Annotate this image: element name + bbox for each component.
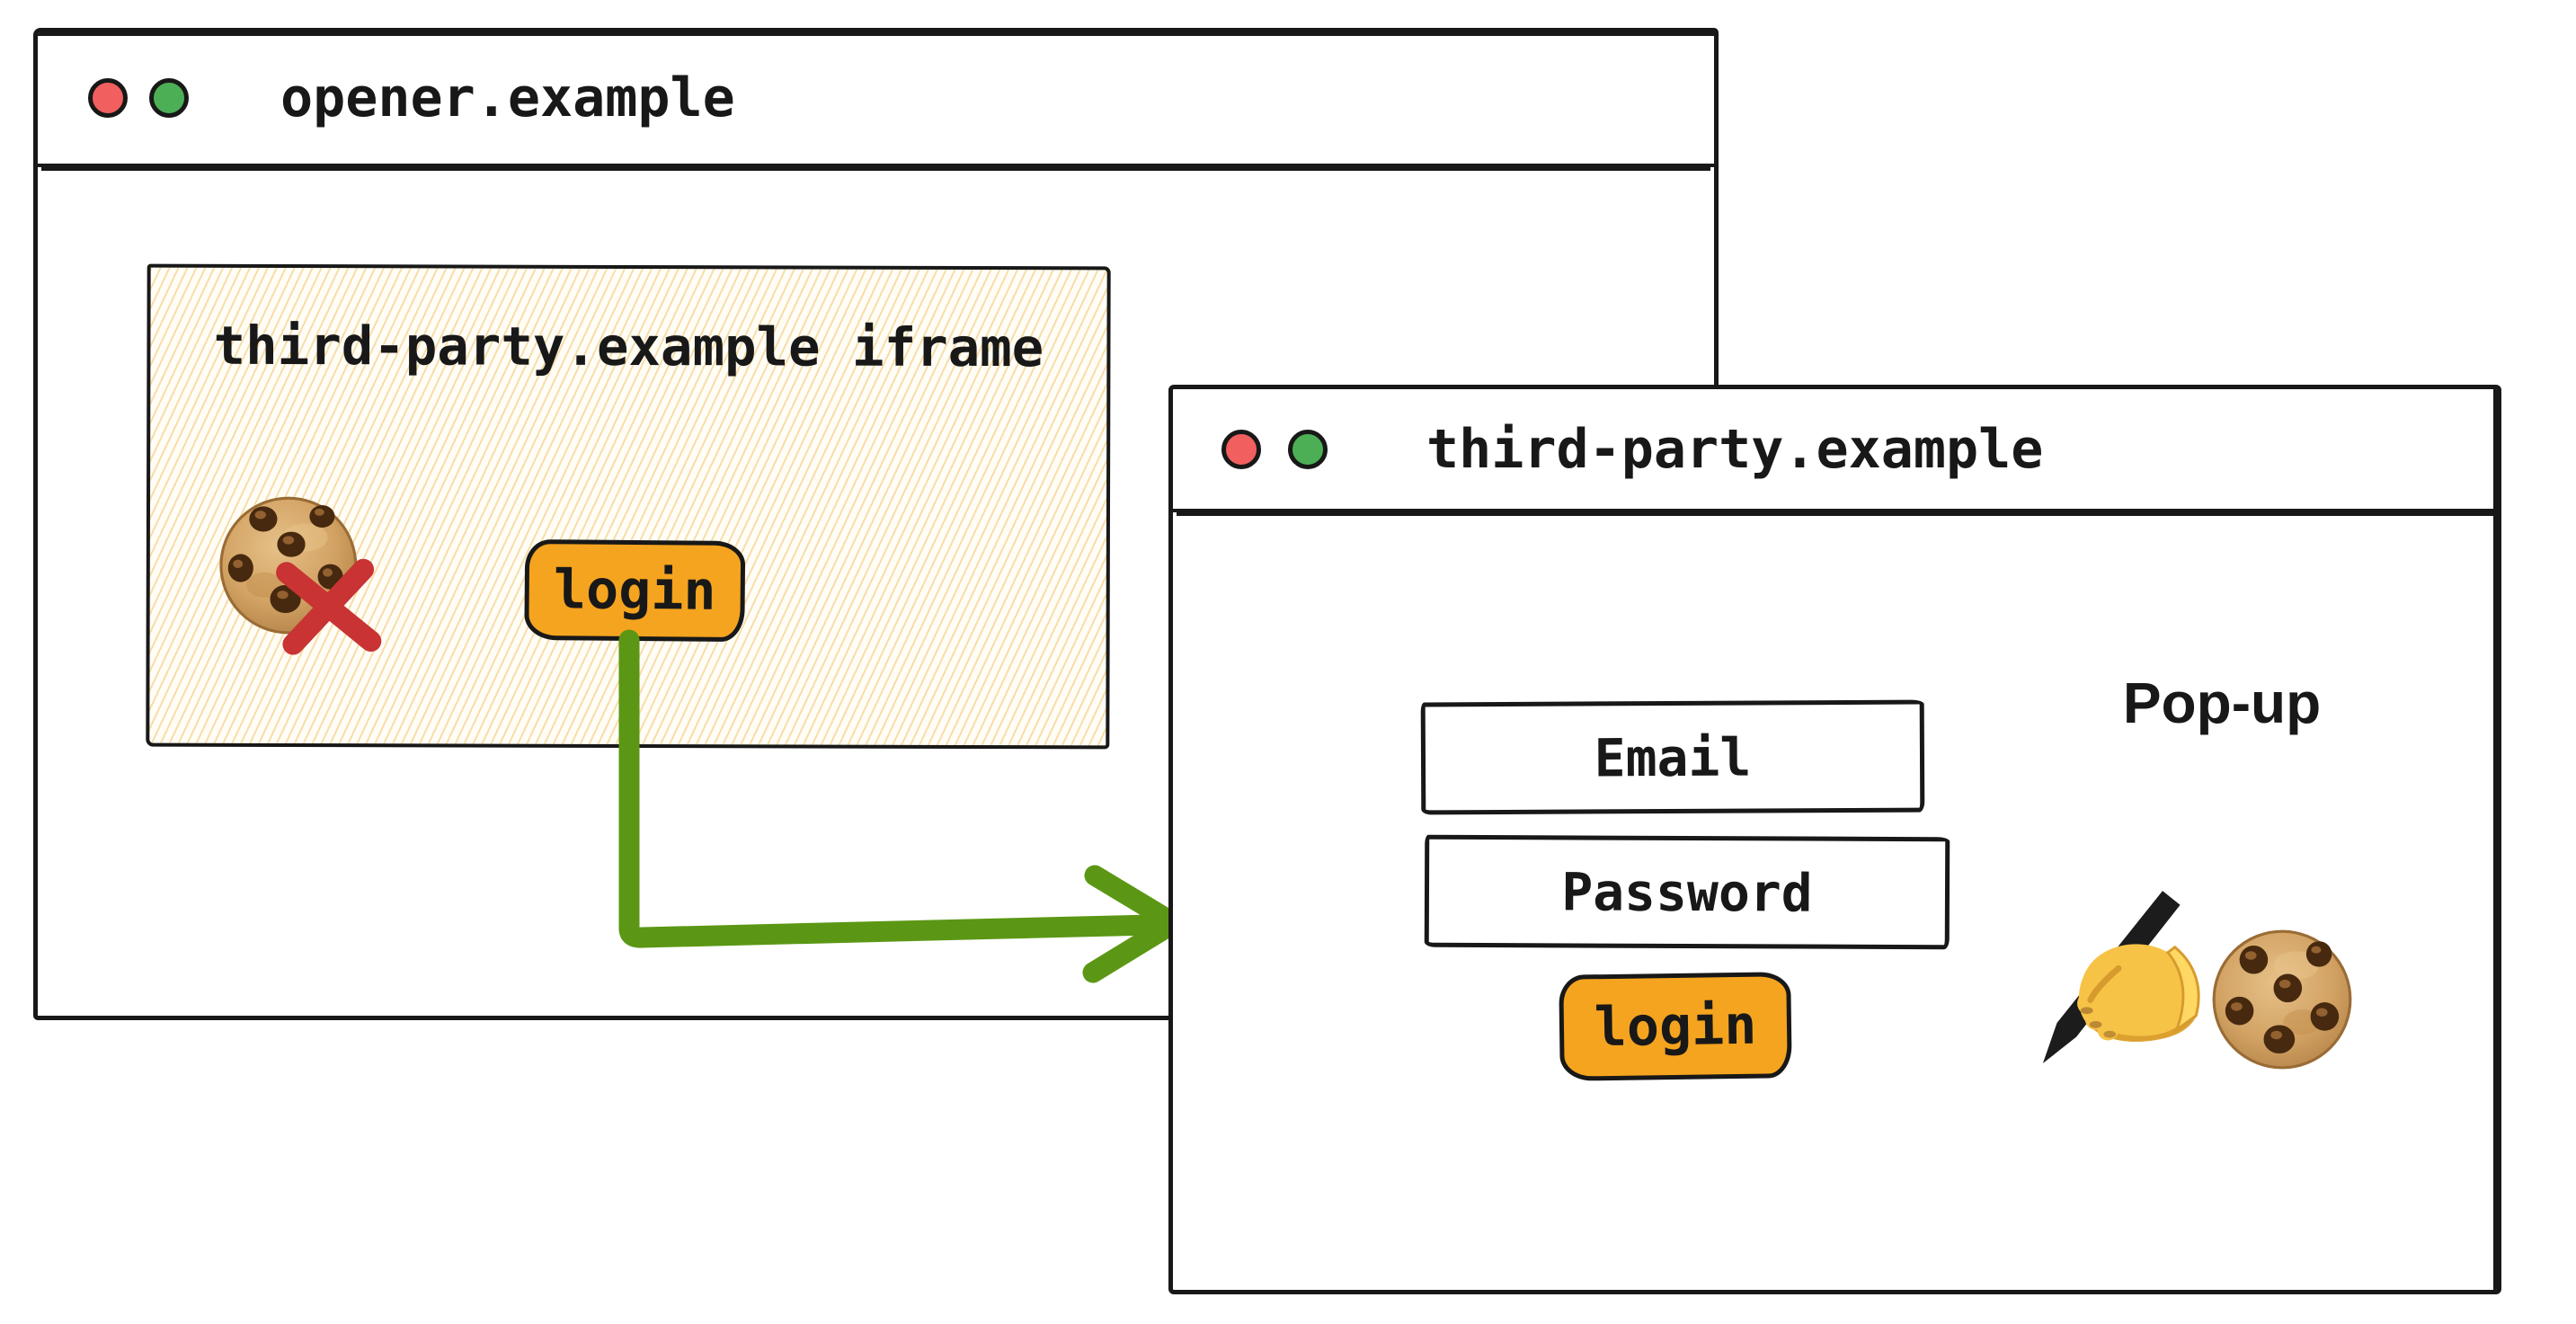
popup-label: Pop-up — [2122, 671, 2322, 735]
opener-titlebar: opener.example — [38, 32, 1714, 167]
window-title: opener.example — [280, 67, 735, 129]
login-to-popup-arrow — [618, 629, 1185, 983]
email-input[interactable]: Email — [1420, 699, 1925, 815]
popup-login-button[interactable]: login — [1559, 972, 1792, 1081]
iframe-login-button[interactable]: login — [524, 538, 746, 643]
popup-titlebar: third-party.example — [1173, 389, 2497, 512]
password-input[interactable]: Password — [1424, 834, 1950, 950]
third-party-iframe: third-party.example iframe — [146, 263, 1111, 750]
window-zoom-button[interactable] — [1288, 429, 1328, 469]
window-title: third-party.example — [1426, 417, 2044, 481]
window-close-button[interactable] — [88, 78, 128, 118]
writing-hand-icon — [2038, 890, 2205, 1068]
popup-window: third-party.example Email Password login… — [1168, 385, 2501, 1294]
window-close-button[interactable] — [1221, 429, 1261, 469]
window-zoom-button[interactable] — [149, 78, 189, 118]
cookie-icon — [2205, 929, 2359, 1071]
x-mark-icon — [273, 558, 385, 655]
iframe-title: third-party.example iframe — [213, 314, 1044, 379]
